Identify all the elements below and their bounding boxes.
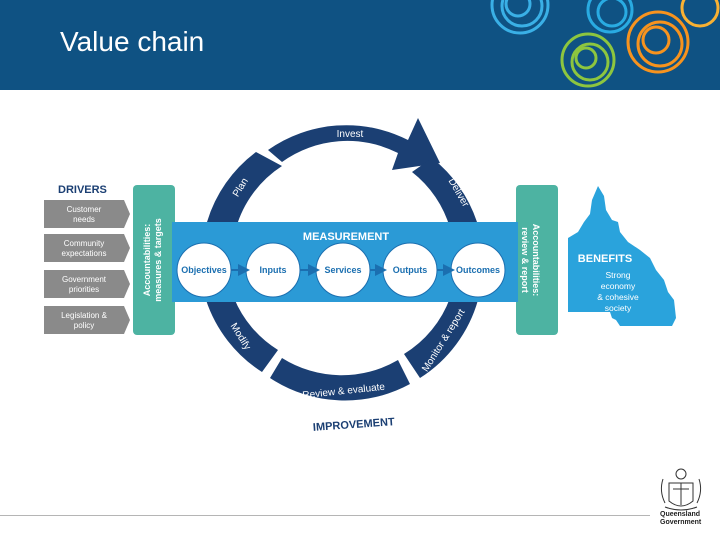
drivers-list: Customer needs Community expectations Go… (44, 200, 130, 334)
logo-text-line1: Queensland (660, 511, 701, 518)
cycle-segment-deliver (412, 158, 477, 228)
cycle-segment-invest (268, 118, 440, 170)
driver-item-line2: expectations (62, 249, 107, 258)
benefits-heading: BENEFITS (578, 253, 632, 265)
benefits-line-2: economy (601, 281, 636, 291)
queensland-crest-logo (660, 468, 702, 511)
driver-item-line1: Community (64, 239, 104, 248)
queensland-map-shape (568, 186, 676, 326)
left-bar-line2: measures & targets (153, 218, 163, 302)
logo-text-line2: Government (660, 519, 702, 526)
driver-item-line1: Customer (67, 205, 102, 214)
circle-label-objectives: Objectives (181, 265, 227, 275)
circle-label-outputs: Outputs (393, 265, 428, 275)
cycle-segment-plan (207, 152, 282, 228)
driver-item: Legislation & policy (44, 306, 130, 334)
drivers-heading: DRIVERS (58, 184, 107, 196)
driver-item-line1: Government (62, 275, 107, 284)
circle-label-services: Services (324, 265, 361, 275)
footer-divider (0, 515, 650, 516)
driver-item: Community expectations (44, 234, 130, 262)
accountabilities-measures-bar (133, 185, 175, 335)
driver-item-line2: priorities (69, 285, 99, 294)
cycle-ring (206, 118, 478, 401)
header-banner: Value chain (0, 0, 720, 90)
cycle-segment-modify (206, 298, 278, 372)
benefits-line-4: society (605, 303, 632, 313)
improvement-label: IMPROVEMENT (313, 416, 396, 434)
benefits-line-1: Strong (605, 270, 630, 280)
driver-item-line2: needs (73, 215, 95, 224)
page-title: Value chain (60, 26, 205, 57)
driver-item-line2: policy (74, 321, 94, 330)
right-bar-line2: review & report (520, 227, 530, 293)
cycle-label-invest: Invest (337, 129, 364, 140)
driver-item: Customer needs (44, 200, 130, 228)
decorative-swirls-graphic (490, 0, 720, 88)
accountabilities-review-bar (516, 185, 558, 335)
driver-item-line1: Legislation & (61, 311, 107, 320)
benefits-line-3: & cohesive (597, 292, 639, 302)
circle-label-inputs: Inputs (260, 265, 287, 275)
cycle-segment-monitor (404, 298, 478, 378)
measurement-heading: MEASUREMENT (303, 231, 389, 243)
circle-label-outcomes: Outcomes (456, 265, 500, 275)
driver-item: Government priorities (44, 270, 130, 298)
measurement-circles (176, 242, 506, 298)
cycle-segment-review (270, 358, 410, 401)
right-bar-line1: Accountabilities: (531, 224, 541, 297)
left-bar-line1: Accountabilities: (142, 224, 152, 297)
